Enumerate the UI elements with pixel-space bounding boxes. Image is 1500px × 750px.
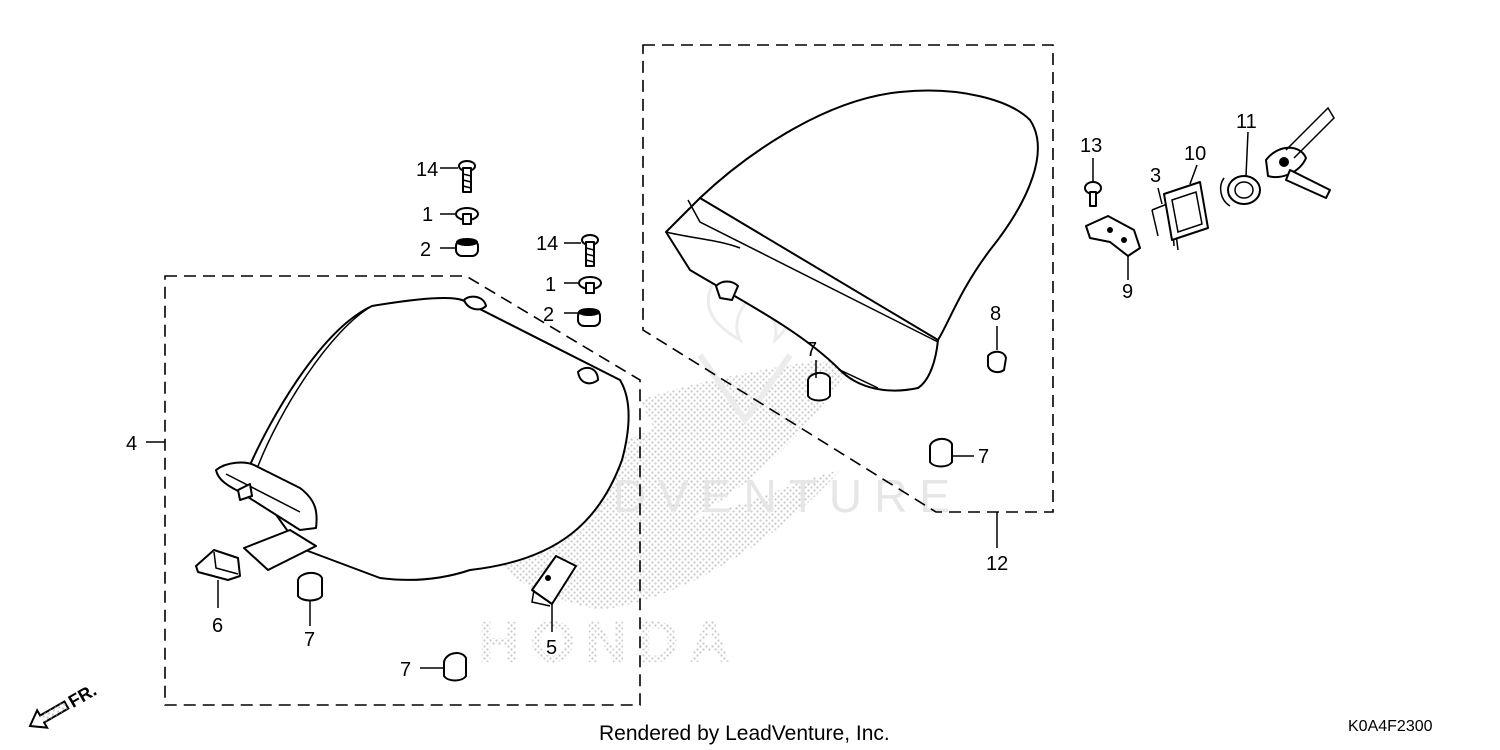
rear-seat-assembly-box [642, 44, 1054, 513]
callout-14-left: 14 [416, 159, 438, 181]
diagram-code: K0A4F2300 [1348, 718, 1433, 735]
plate-10 [1163, 181, 1209, 241]
cushion-7-rear-left [807, 372, 831, 402]
cushion-7-front-left [297, 572, 323, 602]
callout-14-right: 14 [536, 233, 558, 255]
callout-6: 6 [212, 615, 223, 637]
grommet-2-left [455, 238, 479, 257]
key [1265, 106, 1335, 199]
callout-7-rear-right: 7 [978, 446, 989, 468]
cushion-7-rear-right [929, 438, 953, 468]
callout-8: 8 [990, 303, 1001, 325]
front-direction-arrow-icon [28, 700, 70, 729]
watermark-v-logo [697, 353, 793, 426]
front-seat [215, 295, 630, 581]
lock-cylinder-11 [1219, 175, 1261, 207]
callout-2-left: 2 [420, 239, 431, 261]
bolt-14-right [581, 234, 599, 267]
cushion-7-front-bottom [443, 652, 467, 682]
footer-credit: Rendered by LeadVenture, Inc. [599, 722, 890, 745]
collar-1-right [578, 276, 602, 294]
grommet-8 [987, 350, 1007, 374]
callout-12: 12 [986, 553, 1008, 575]
callout-7-front-bottom: 7 [400, 659, 411, 681]
leader-lines [146, 131, 1249, 669]
callout-7-front-left: 7 [304, 629, 315, 651]
callout-1-right: 1 [545, 274, 556, 296]
callout-10: 10 [1184, 143, 1206, 165]
callouts: 14 1 2 14 1 2 4 6 7 7 5 7 7 8 12 13 9 3 … [126, 111, 1257, 681]
front-indicator: FR. [28, 680, 100, 729]
front-seat-assembly-box [164, 275, 641, 706]
callout-13: 13 [1080, 135, 1102, 157]
callout-7-rear-left: 7 [806, 339, 817, 361]
callout-5: 5 [546, 637, 557, 659]
callout-2-right: 2 [543, 304, 554, 326]
bracket-6 [195, 549, 241, 581]
callout-4: 4 [126, 433, 137, 455]
callout-11: 11 [1236, 111, 1257, 133]
screw-13 [1084, 181, 1102, 207]
collar-1-left [455, 207, 479, 225]
callout-9: 9 [1122, 281, 1133, 303]
honda-wing-watermark [470, 350, 860, 610]
watermark-brand-text: HONDA [478, 610, 741, 675]
grommet-2-right [577, 308, 601, 327]
callout-3: 3 [1150, 165, 1161, 187]
front-indicator-label: FR. [65, 680, 100, 712]
bracket-5 [531, 555, 577, 607]
rear-seat [665, 89, 1039, 392]
callout-1-left: 1 [422, 204, 433, 226]
bolt-14-left [458, 160, 476, 193]
latch-9 [1085, 215, 1141, 257]
